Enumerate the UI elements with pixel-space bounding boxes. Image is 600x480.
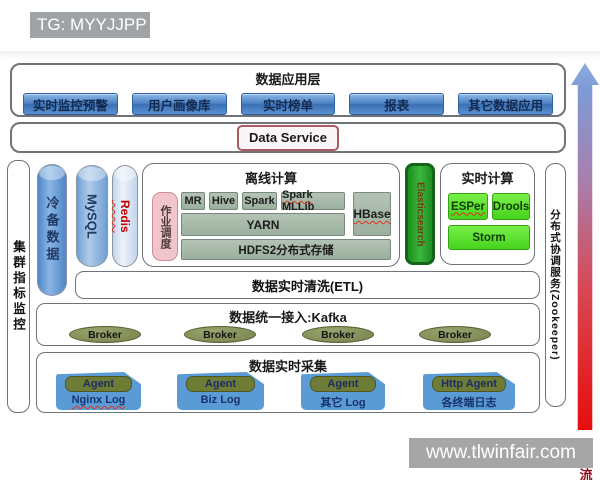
kafka-layer: 数据统一接入:Kafka Broker Broker Broker Broker	[36, 303, 540, 346]
data-application-layer-title: 数据应用层	[255, 72, 321, 87]
kafka-broker-1: Broker	[69, 326, 141, 343]
cluster-monitoring-bar: 集群指标监控	[7, 160, 30, 413]
job-scheduler-label: 作业调度	[159, 204, 171, 249]
watermark: www.tlwinfair.com	[409, 438, 593, 468]
cold-backup-cylinder: 冷备数据	[37, 164, 67, 296]
http-agent-box: Http Agent	[432, 376, 506, 392]
spark-box: Spark	[242, 192, 277, 210]
collection-title: 数据实时采集	[248, 359, 327, 374]
data-service-box: Data Service	[237, 124, 339, 151]
biz-log-label: Biz Log	[200, 394, 241, 406]
app-realtime-ranking: 实时榜单	[240, 93, 336, 115]
esper-box: ESPer	[448, 193, 488, 220]
kafka-broker-3: Broker	[302, 326, 374, 343]
etl-layer: 数据实时清洗(ETL)	[75, 271, 540, 299]
offline-computing-title: 离线计算	[244, 171, 297, 186]
kafka-broker-2: Broker	[184, 326, 256, 343]
elasticsearch-box: Elasticsearch	[405, 163, 435, 265]
drools-box: Drools	[492, 193, 530, 220]
job-scheduler-box: 作业调度	[152, 192, 178, 261]
zookeeper-bar: 分布式协调服务(Zookeeper)	[545, 163, 566, 407]
cluster-monitoring-label: 集群指标监控	[11, 240, 25, 333]
app-reports: 报表	[349, 93, 445, 115]
collection-layer: 数据实时采集 Agent Nginx Log Agent Biz Log Age…	[36, 352, 540, 413]
nginx-log-label: Nginx Log	[71, 394, 126, 406]
etl-label: 数据实时清洗(ETL)	[251, 278, 364, 294]
other-log-label: 其它 Log	[320, 397, 366, 409]
top-shadow-band	[0, 51, 600, 60]
elasticsearch-label: Elasticsearch	[414, 181, 426, 247]
cold-backup-label: 冷备数据	[44, 196, 60, 264]
biz-agent-box: Agent	[186, 376, 255, 392]
hive-box: Hive	[209, 192, 238, 210]
app-button-row: 实时监控预警 用户画像库 实时榜单 报表 其它数据应用	[23, 93, 553, 115]
realtime-computing-title: 实时计算	[461, 171, 514, 186]
http-log-label: 各终端日志	[441, 397, 497, 409]
offline-computing-box: 离线计算 作业调度 MR Hive Spark Spark MLLib HBas…	[142, 163, 400, 267]
tg-badge: TG: MYYJJPP	[30, 12, 150, 38]
redis-label: Redis	[118, 199, 132, 233]
biz-agent-tag: Agent Biz Log	[177, 372, 264, 410]
app-realtime-monitor-alert: 实时监控预警	[23, 93, 118, 115]
kafka-title: 数据统一接入:Kafka	[229, 310, 347, 325]
hdfs-box: HDFS2分布式存储	[181, 239, 391, 260]
data-application-layer: 数据应用层 实时监控预警 用户画像库 实时榜单 报表 其它数据应用	[10, 63, 566, 117]
http-agent-tag: Http Agent 各终端日志	[423, 372, 515, 410]
realtime-computing-box: 实时计算 ESPer Drools Storm	[440, 163, 535, 265]
hbase-box: HBase	[353, 192, 391, 236]
other-agent-box: Agent	[310, 376, 376, 392]
zookeeper-label: 分布式协调服务(Zookeeper)	[549, 209, 561, 361]
mysql-label: MySQL	[84, 193, 100, 239]
kafka-broker-4: Broker	[419, 326, 491, 343]
spark-mllib-box: Spark MLLib	[281, 189, 345, 213]
nginx-agent-box: Agent	[65, 376, 132, 392]
nginx-agent-tag: Agent Nginx Log	[56, 372, 141, 410]
storm-box: Storm	[448, 225, 530, 250]
app-user-profile-store: 用户画像库	[131, 93, 227, 115]
data-service-layer: Data Service	[10, 122, 566, 153]
app-other-data-apps: 其它数据应用	[458, 93, 553, 115]
other-agent-tag: Agent 其它 Log	[301, 372, 385, 410]
mr-box: MR	[181, 192, 205, 210]
yarn-box: YARN	[181, 213, 345, 236]
redis-cylinder: Redis	[112, 165, 138, 267]
mysql-cylinder: MySQL	[76, 165, 108, 267]
